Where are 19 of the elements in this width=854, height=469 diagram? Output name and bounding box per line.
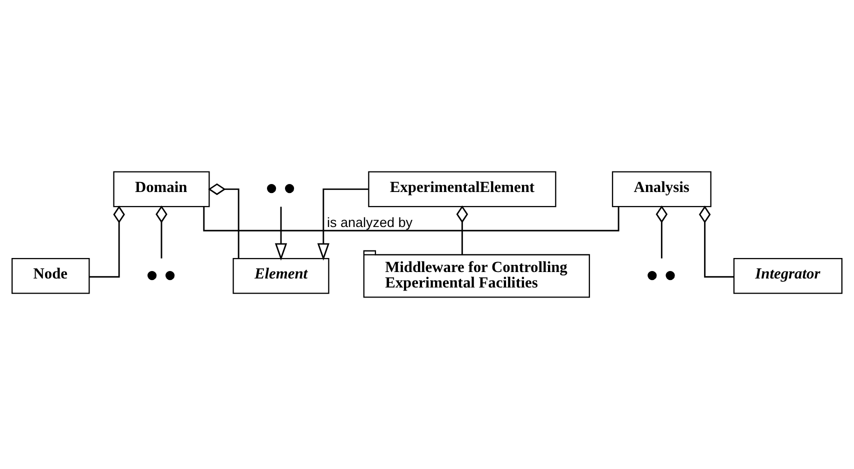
node-box: Node bbox=[12, 258, 90, 294]
connector bbox=[656, 205, 668, 258]
node-box: ExperimentalElement bbox=[368, 171, 556, 208]
connector bbox=[698, 206, 734, 278]
arrow bbox=[274, 206, 288, 261]
arrow bbox=[317, 188, 368, 261]
node-text: ● ● bbox=[646, 262, 677, 286]
connector bbox=[89, 206, 125, 278]
edge-label: is analyzed by bbox=[327, 214, 412, 230]
node-text: ● ● bbox=[265, 176, 296, 200]
node-text: ● ● bbox=[146, 262, 176, 286]
connector bbox=[456, 205, 468, 255]
node-box: Analysis bbox=[612, 171, 712, 208]
node-box: Element bbox=[232, 258, 330, 294]
connector bbox=[208, 183, 240, 258]
connector bbox=[156, 205, 168, 258]
node-box: Domain bbox=[113, 171, 210, 208]
node-box: Integrator bbox=[733, 258, 842, 294]
connector bbox=[203, 207, 620, 232]
